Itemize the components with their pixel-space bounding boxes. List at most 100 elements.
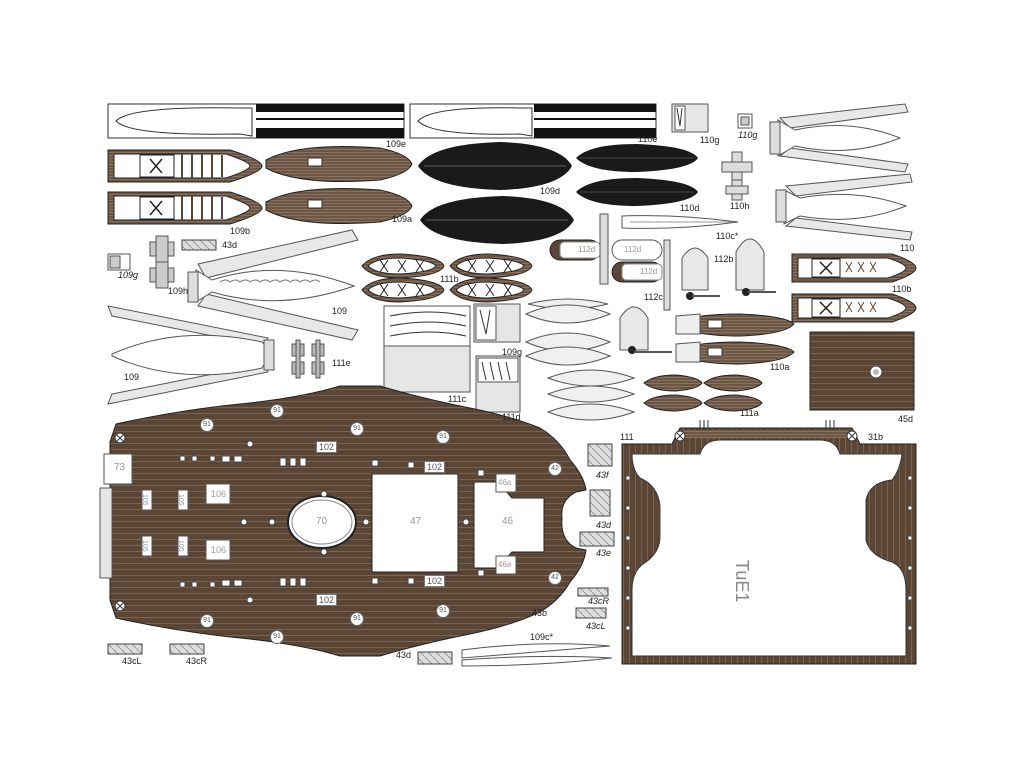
spring-43d-a <box>181 239 217 251</box>
deck-marker-91-b: 91 <box>200 418 214 432</box>
frame-label-tue1: TuE1 <box>732 560 752 603</box>
plate-45d <box>809 331 915 411</box>
label-110h: 110h <box>730 201 750 211</box>
label-43b: 43b <box>532 608 548 618</box>
main-deck <box>99 385 587 657</box>
strip-110c <box>621 215 739 229</box>
part-109g-b <box>473 303 521 343</box>
deck-marker-91-d: 91 <box>436 430 450 444</box>
cover-pieces <box>524 298 636 421</box>
hull-109a-b <box>265 188 413 224</box>
spring-43e <box>579 531 615 547</box>
part-111d <box>475 355 521 413</box>
boat-111b <box>361 253 533 303</box>
spring-43cR-b <box>169 643 205 655</box>
boat-109b-b <box>107 191 263 225</box>
deck-marker-91-c: 91 <box>350 422 364 436</box>
label-111: 111 <box>620 432 634 442</box>
deck-marker-91-h: 91 <box>270 630 284 644</box>
spring-43f <box>587 443 613 467</box>
label-43cL-b: 43cL <box>122 656 142 666</box>
part-112b <box>619 238 776 354</box>
label-112d-b: 112d <box>624 245 642 254</box>
deck-label-73: 73 <box>114 462 126 473</box>
boat-110b-a <box>791 253 917 283</box>
spring-43d-b <box>589 489 611 517</box>
deck-label-105-d: 105 <box>177 540 184 552</box>
label-110d: 110d <box>680 203 700 213</box>
label-43cR-b: 43cR <box>186 656 208 666</box>
label-109c: 109c* <box>530 632 554 642</box>
label-43f: 43f <box>596 470 609 480</box>
label-110c: 110c* <box>716 231 739 241</box>
hull-109a-a <box>265 146 413 182</box>
part-112d <box>549 213 671 311</box>
label-45d: 45d <box>898 414 914 424</box>
deck-marker-91-a: 91 <box>270 404 284 418</box>
label-43d-a: 43d <box>222 240 238 250</box>
label-43cL-a: 43cL <box>586 621 606 631</box>
deck-label-70: 70 <box>316 516 328 527</box>
hull-110d-b <box>576 178 698 206</box>
part-109g-a <box>107 253 131 271</box>
deck-marker-91-f: 91 <box>350 612 364 626</box>
part-110g-b <box>737 113 753 129</box>
deck-marker-91-g: 91 <box>436 604 450 618</box>
hull-110-bottom <box>775 173 913 241</box>
hull-110d-a <box>576 144 698 172</box>
strip-110e <box>409 103 657 139</box>
strip-109c <box>461 643 613 667</box>
hull-109-lower <box>107 305 275 405</box>
label-43d-b: 43d <box>596 520 612 530</box>
label-109-b: 109 <box>124 372 140 382</box>
deck-marker-91-e: 91 <box>200 614 214 628</box>
label-111b: 111b <box>440 274 459 284</box>
label-110b: 110b <box>892 284 912 294</box>
spring-43cL-a <box>575 607 607 619</box>
label-31b: 31b <box>868 432 884 442</box>
label-43cR-a: 43cR <box>588 596 610 606</box>
deck-label-102-tr: 102 <box>424 461 446 473</box>
label-110e: 110e <box>638 134 658 144</box>
deck-label-105-b: 105 <box>177 494 184 506</box>
frame-tue1 <box>621 420 917 665</box>
label-111e: 111e <box>332 358 351 368</box>
label-109d: 109d <box>540 186 561 196</box>
hull-109d-a <box>418 142 572 190</box>
label-109e: 109e <box>386 139 407 149</box>
label-111c: 111c <box>448 394 467 404</box>
part-111e <box>291 339 325 379</box>
hull-109d-b <box>420 196 574 244</box>
hull-110a-b <box>675 341 795 365</box>
deck-label-102-bl: 102 <box>316 594 338 606</box>
label-112c: 112c <box>644 292 663 302</box>
hull-110-top <box>769 103 909 173</box>
label-110g-b: 110g <box>738 130 758 140</box>
label-109h: 109h <box>168 286 189 296</box>
deck-marker-42-bottom: 42 <box>548 571 562 585</box>
label-111d: 111d <box>502 412 521 422</box>
label-109b: 109b <box>230 226 251 236</box>
deck-label-102-br: 102 <box>424 575 446 587</box>
deck-label-105-c: 105 <box>141 540 148 552</box>
spring-43d-c <box>417 651 453 665</box>
label-110: 110 <box>900 243 915 253</box>
label-43e: 43e <box>596 548 612 558</box>
label-111a: 111a <box>740 408 759 418</box>
deck-marker-42-top: 42 <box>548 462 562 476</box>
label-110a: 110a <box>770 362 790 372</box>
strip-109e <box>107 103 405 139</box>
deck-label-46a-bottom: 46a <box>498 560 512 569</box>
spring-43cR-a <box>577 587 609 597</box>
label-109-a: 109 <box>332 306 348 316</box>
deck-label-106-top: 106 <box>211 489 227 499</box>
label-112b: 112b <box>714 254 734 264</box>
label-112d-a: 112d <box>578 245 596 254</box>
deck-label-102-tl: 102 <box>316 441 338 453</box>
deck-label-106-bottom: 106 <box>211 545 227 555</box>
part-109h <box>149 235 175 289</box>
label-43d-c: 43d <box>396 650 412 660</box>
label-112d-c: 112d <box>640 267 658 276</box>
boat-110b-b <box>791 293 917 323</box>
